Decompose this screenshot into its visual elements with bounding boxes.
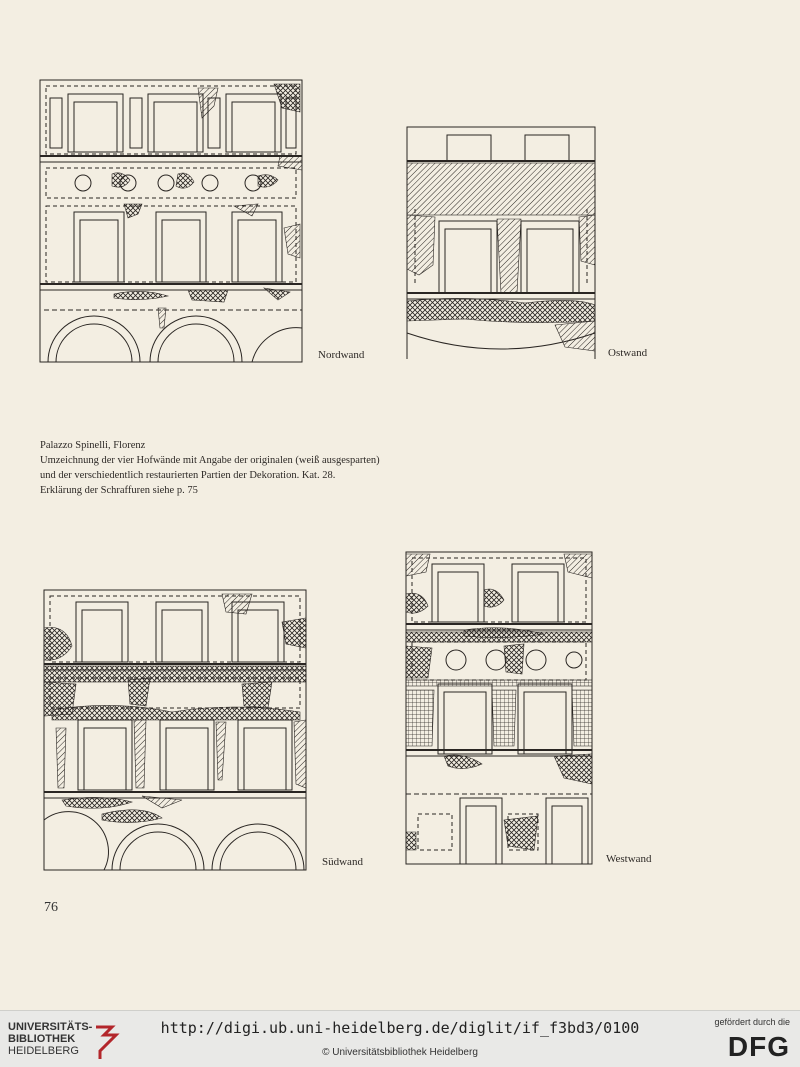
south-wall-label: Südwand (322, 856, 363, 868)
caption-line: Erklärung der Schraffuren siehe p. 75 (40, 485, 198, 496)
ub-heidelberg-logo[interactable]: UNIVERSITÄTS- BIBLIOTHEK HEIDELBERG (8, 1021, 120, 1061)
funding-note: gefördert durch die (714, 1017, 790, 1027)
north-wall-drawing (38, 78, 304, 364)
page-number: 76 (44, 900, 58, 915)
caption-line: Palazzo Spinelli, Florenz (40, 440, 146, 451)
east-wall-label: Ostwand (608, 347, 648, 359)
library-name-line: BIBLIOTHEK (8, 1033, 76, 1045)
west-wall-drawing (404, 550, 594, 866)
south-wall-drawing (42, 588, 308, 872)
library-name-line: HEIDELBERG (8, 1045, 79, 1057)
figure-caption: Palazzo Spinelli, Florenz Umzeichnung de… (40, 438, 460, 498)
caption-line: Umzeichnung der vier Hofwände mit Angabe… (40, 455, 380, 466)
permalink-url[interactable]: http://digi.ub.uni-heidelberg.de/diglit/… (160, 1019, 640, 1037)
dfg-logo[interactable]: DFG (727, 1031, 790, 1062)
footer-bar: UNIVERSITÄTS- BIBLIOTHEK HEIDELBERG http… (0, 1010, 800, 1067)
copyright-text: © Universitätsbibliothek Heidelberg (322, 1047, 478, 1058)
north-wall-label: Nordwand (318, 349, 365, 361)
ub-logo-icon (96, 1025, 120, 1059)
caption-line: und der verschiedentlich restaurierten P… (40, 470, 336, 481)
scanned-page: Nordwand (38, 78, 652, 915)
library-name-line: UNIVERSITÄTS- (8, 1021, 93, 1033)
west-wall-label: Westwand (606, 853, 652, 865)
east-wall-drawing (405, 125, 597, 359)
